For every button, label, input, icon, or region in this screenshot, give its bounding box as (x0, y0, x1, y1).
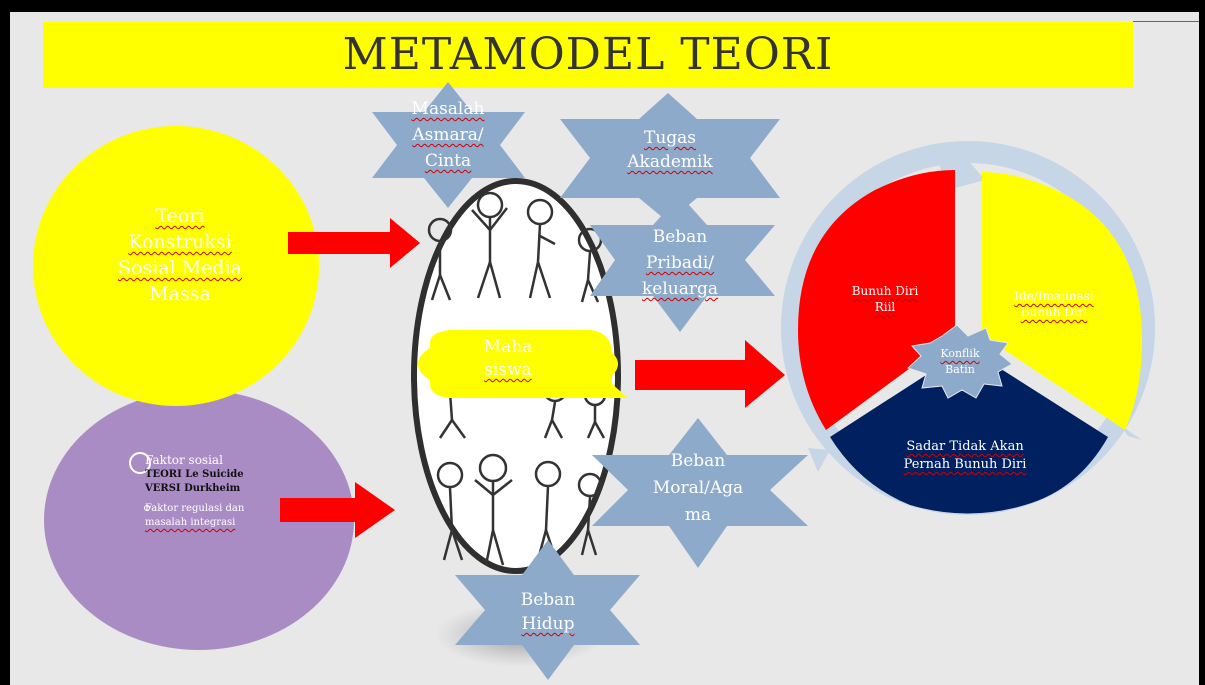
bullet-ring-icon (129, 452, 151, 474)
star-asmara (372, 82, 525, 208)
faktor-label: Faktor sosial TEORI Le Suicide VERSI Dur… (145, 453, 245, 528)
ide-label: Ide/Imajinasi Bunuh Diri (1014, 289, 1094, 319)
top-rule (1133, 21, 1199, 22)
akademik-label: Tugas Akademik (627, 128, 713, 172)
sector-ide (982, 172, 1142, 430)
star-akademik (560, 93, 780, 222)
star-hidup (455, 540, 640, 680)
ring-arrowhead-left (808, 448, 830, 472)
asmara-label: Masalah Asmara/ Cinta (411, 99, 485, 171)
arrow-teori-to-mahasiswa (288, 218, 420, 268)
hidup-label: Beban Hidup (520, 590, 576, 634)
window-frame-right (1199, 0, 1205, 685)
window-frame-top (0, 0, 1205, 12)
title-banner (43, 22, 1133, 88)
mahasiswa-label: Maha siswa (483, 337, 533, 380)
faktor-circle (44, 390, 354, 650)
pribadi-label: Beban Pribadi/ keluarga (641, 227, 719, 299)
page-title: METAMODEL TEORI (342, 29, 834, 80)
sector-sadar (830, 348, 1108, 514)
teori-label: Teori Konstruksi Sosial Media Massa (118, 205, 242, 305)
mahasiswa-bubble-oval (418, 330, 618, 398)
star-moral (592, 418, 808, 568)
arrow-faktor-to-mahasiswa (280, 482, 395, 538)
konflik-label: Konflik Batin (940, 347, 980, 376)
teori-circle (33, 126, 319, 406)
konflik-burst (907, 324, 1013, 399)
riil-label: Bunuh Diri Riil (851, 284, 919, 314)
sadar-label: Sadar Tidak Akan Pernah Bunuh Diri (903, 439, 1027, 472)
arrow-mahasiswa-to-cycle (635, 340, 785, 408)
moral-label: Beban Moral/Aga ma (652, 451, 744, 525)
sector-riil (798, 170, 955, 430)
star-pribadi (590, 195, 775, 332)
window-frame-left (0, 0, 10, 685)
bullet-dot-icon (144, 505, 150, 511)
